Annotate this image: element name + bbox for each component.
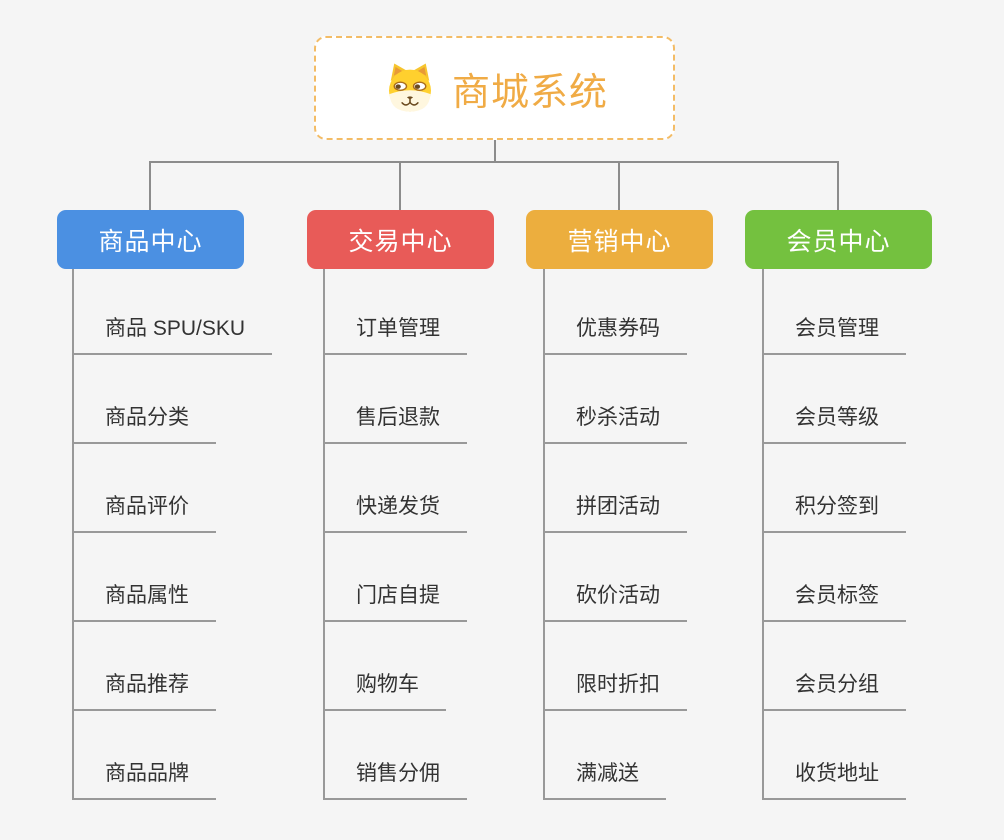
root-node-mall-system[interactable]: 商城系统 <box>314 36 675 140</box>
leaf-shopping-cart[interactable]: 购物车 <box>323 665 446 711</box>
branch-label: 商品中心 <box>98 227 203 256</box>
connector-drop-member <box>837 162 839 210</box>
connector-drop-trade <box>399 162 401 210</box>
leaf-product-category[interactable]: 商品分类 <box>72 398 216 444</box>
leaf-points-checkin[interactable]: 积分签到 <box>762 487 906 533</box>
connector-drop-marketing <box>618 162 620 210</box>
trunk-product-column <box>72 269 74 800</box>
trunk-marketing-column <box>543 269 545 800</box>
root-title: 商城系统 <box>451 71 608 114</box>
leaf-order-management[interactable]: 订单管理 <box>323 309 467 355</box>
leaf-aftersale-refund[interactable]: 售后退款 <box>323 398 467 444</box>
leaf-member-tag[interactable]: 会员标签 <box>762 576 906 622</box>
leaf-member-management[interactable]: 会员管理 <box>762 309 906 355</box>
shiba-dog-icon <box>388 63 431 112</box>
trunk-member-column <box>762 269 764 800</box>
trunk-trade-column <box>323 269 325 800</box>
leaf-bargain-activity[interactable]: 砍价活动 <box>543 576 687 622</box>
leaf-shipping-address[interactable]: 收货地址 <box>762 754 906 800</box>
leaf-store-pickup[interactable]: 门店自提 <box>323 576 467 622</box>
leaf-member-level[interactable]: 会员等级 <box>762 398 906 444</box>
leaf-member-group[interactable]: 会员分组 <box>762 665 906 711</box>
leaf-sales-commission[interactable]: 销售分佣 <box>323 754 467 800</box>
branch-label: 会员中心 <box>786 227 891 256</box>
branch-member-center[interactable]: 会员中心 <box>745 210 932 269</box>
leaf-group-buy[interactable]: 拼团活动 <box>543 487 687 533</box>
leaf-product-review[interactable]: 商品评价 <box>72 487 216 533</box>
branch-product-center[interactable]: 商品中心 <box>57 210 244 269</box>
leaf-coupon-code[interactable]: 优惠券码 <box>543 309 687 355</box>
branch-marketing-center[interactable]: 营销中心 <box>526 210 713 269</box>
connector-horizontal-bar <box>149 161 839 163</box>
leaf-express-delivery[interactable]: 快递发货 <box>323 487 467 533</box>
leaf-product-brand[interactable]: 商品品牌 <box>72 754 216 800</box>
leaf-full-reduction[interactable]: 满减送 <box>543 754 666 800</box>
leaf-flash-sale[interactable]: 秒杀活动 <box>543 398 687 444</box>
leaf-product-spu-sku[interactable]: 商品 SPU/SKU <box>72 309 273 355</box>
connector-drop-product <box>149 162 151 210</box>
branch-label: 营销中心 <box>567 227 672 256</box>
leaf-product-recommend[interactable]: 商品推荐 <box>72 665 216 711</box>
connector-root-trunk <box>494 140 496 163</box>
leaf-limited-discount[interactable]: 限时折扣 <box>543 665 687 711</box>
branch-label: 交易中心 <box>348 227 453 256</box>
branch-trade-center[interactable]: 交易中心 <box>307 210 494 269</box>
leaf-product-attribute[interactable]: 商品属性 <box>72 576 216 622</box>
